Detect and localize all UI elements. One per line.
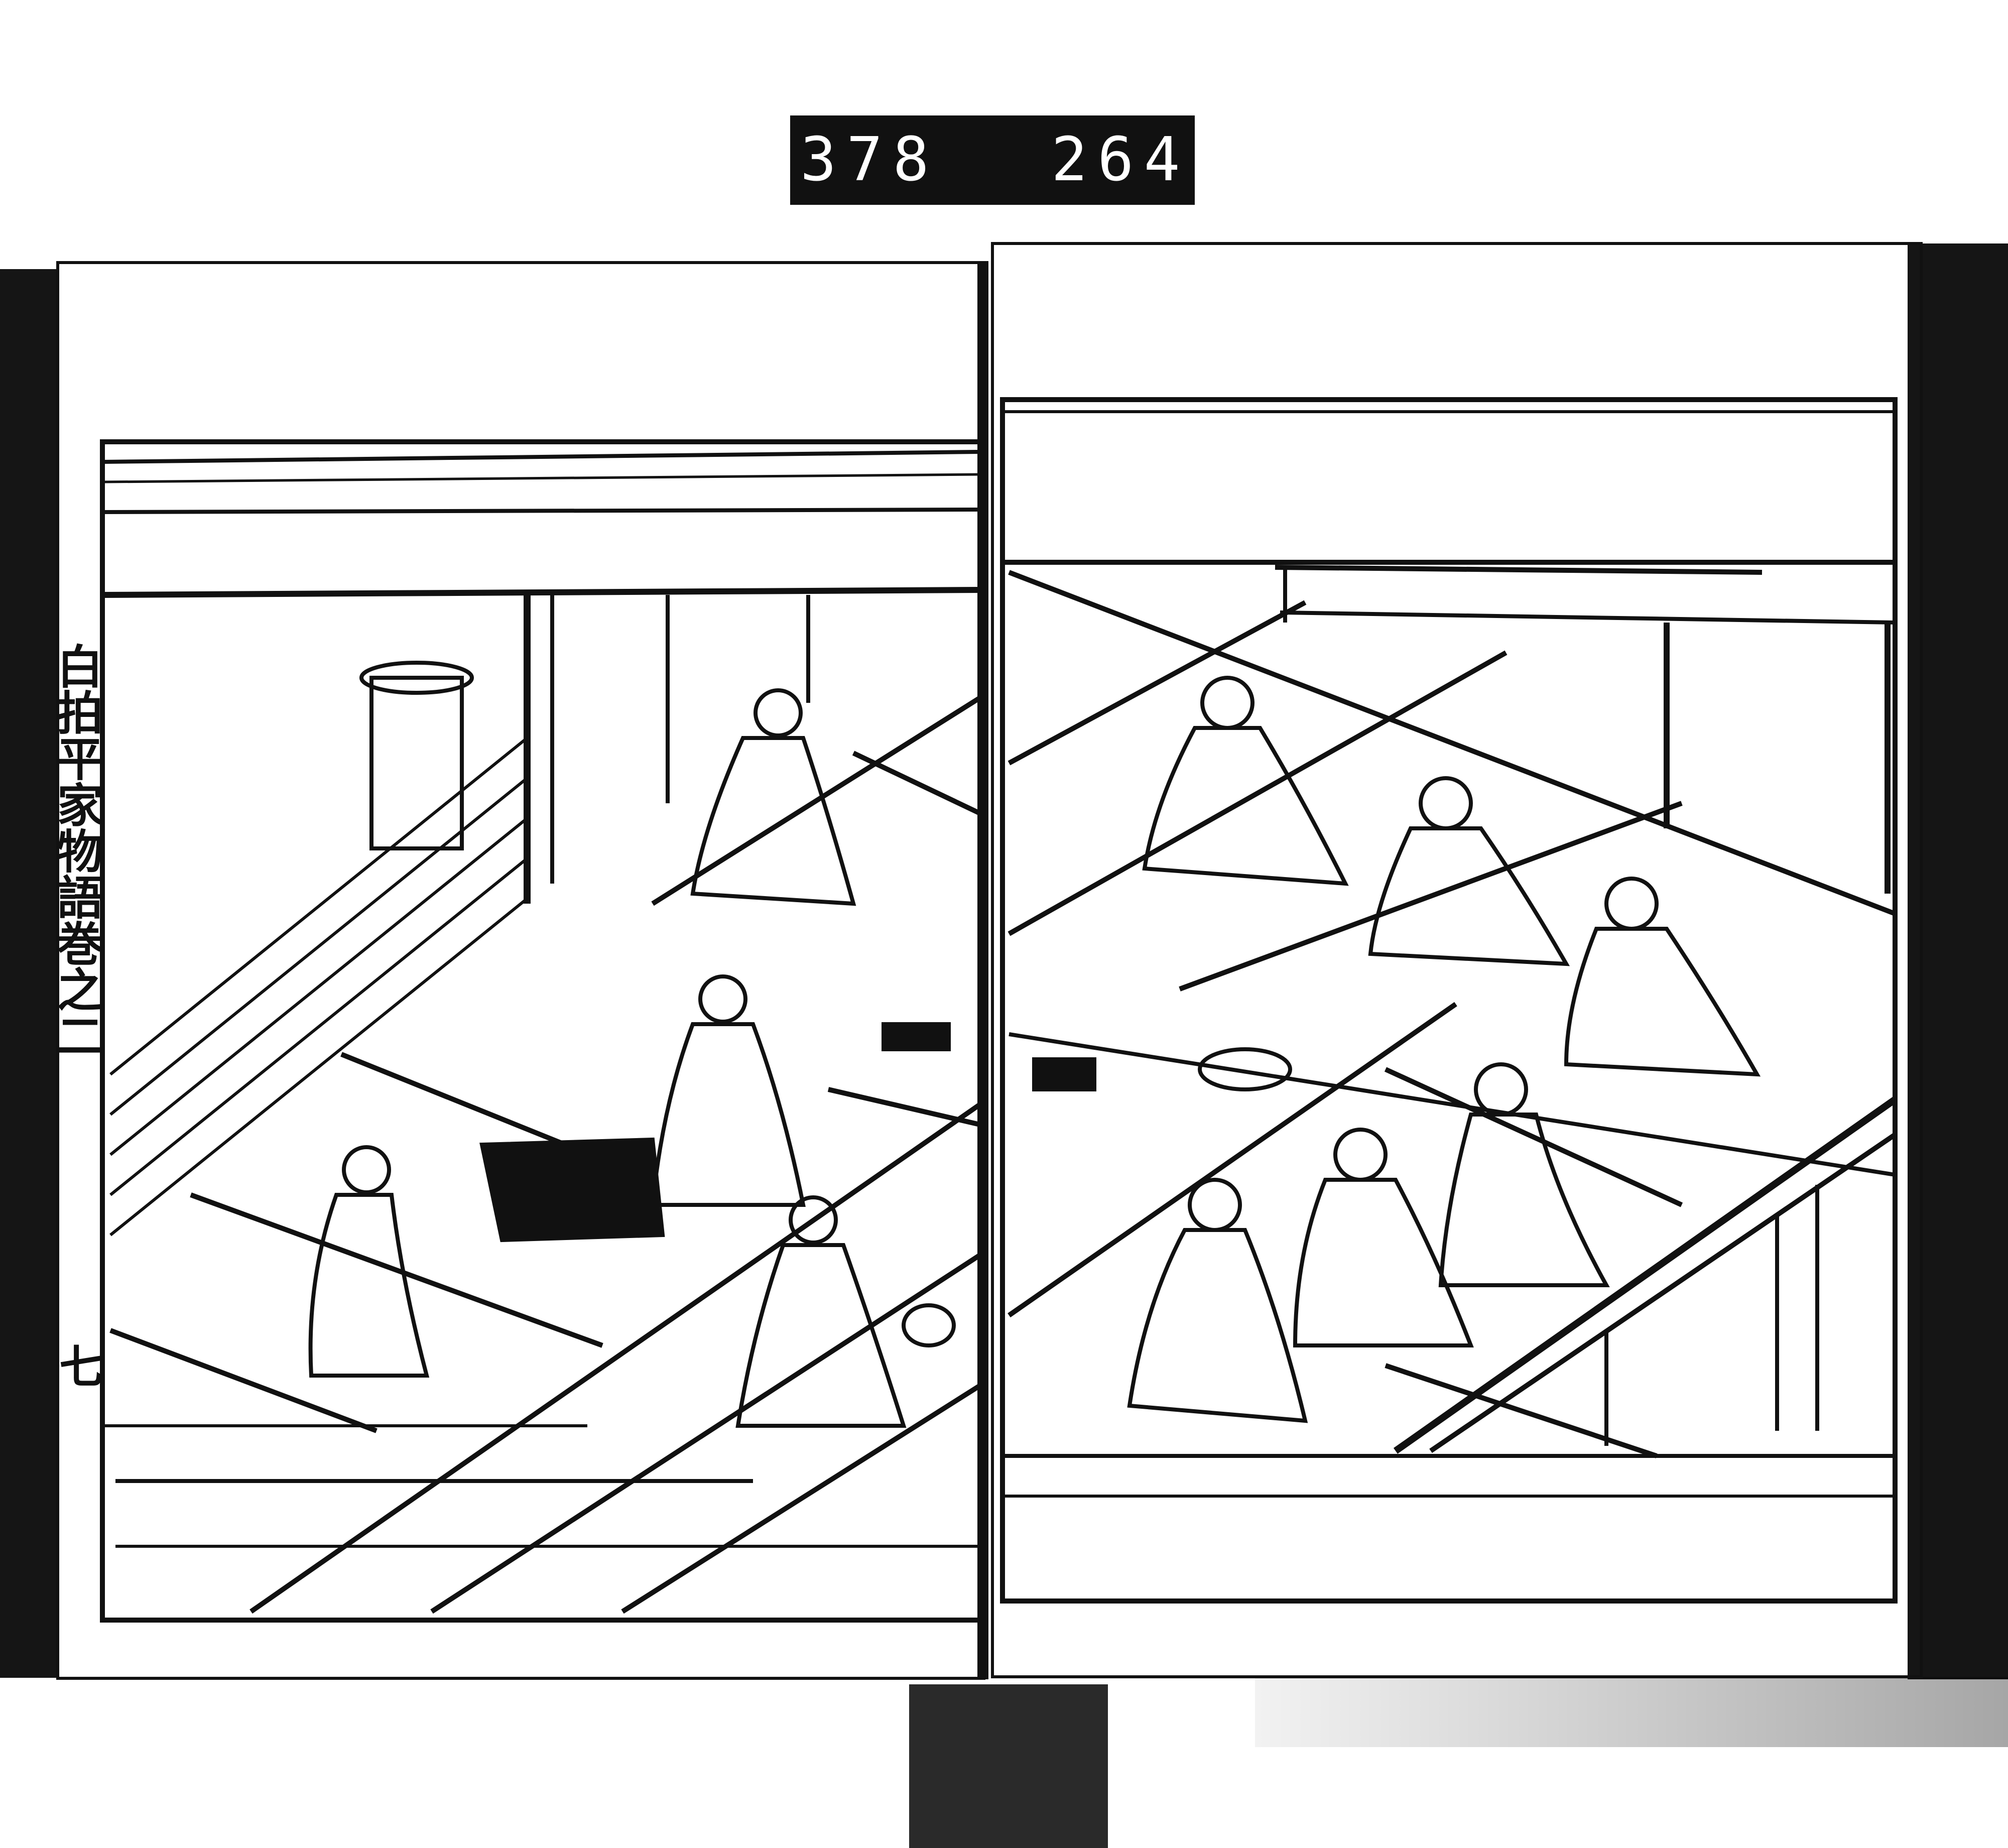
figure-samurai [1293, 1128, 1474, 1347]
figure-samurai [1368, 776, 1570, 966]
figure-woman [479, 974, 806, 1243]
left-page [56, 261, 985, 1680]
folio-number: 七 [59, 1340, 104, 1394]
margin-title: 白拍平家物語巻之二 [49, 643, 103, 1058]
figure-samurai [1438, 1062, 1610, 1287]
figure-woman [690, 688, 856, 906]
figure-samurai [1564, 877, 1761, 1077]
figure-samurai [1142, 676, 1349, 886]
right-page [991, 242, 1923, 1678]
binding-shadow [909, 1684, 1108, 1848]
figure-woman [735, 1195, 907, 1428]
figure-woman [308, 1145, 430, 1378]
scan-number-label: 378 264. [790, 115, 1226, 205]
label-right-number: 264. [1051, 125, 1236, 195]
scan-shadow [1255, 1677, 2008, 1747]
book-edge-left [0, 269, 58, 1678]
label-left-number: 378 [800, 125, 939, 195]
book-edge-right [1908, 243, 2008, 1679]
figure-samurai [1127, 1178, 1308, 1423]
